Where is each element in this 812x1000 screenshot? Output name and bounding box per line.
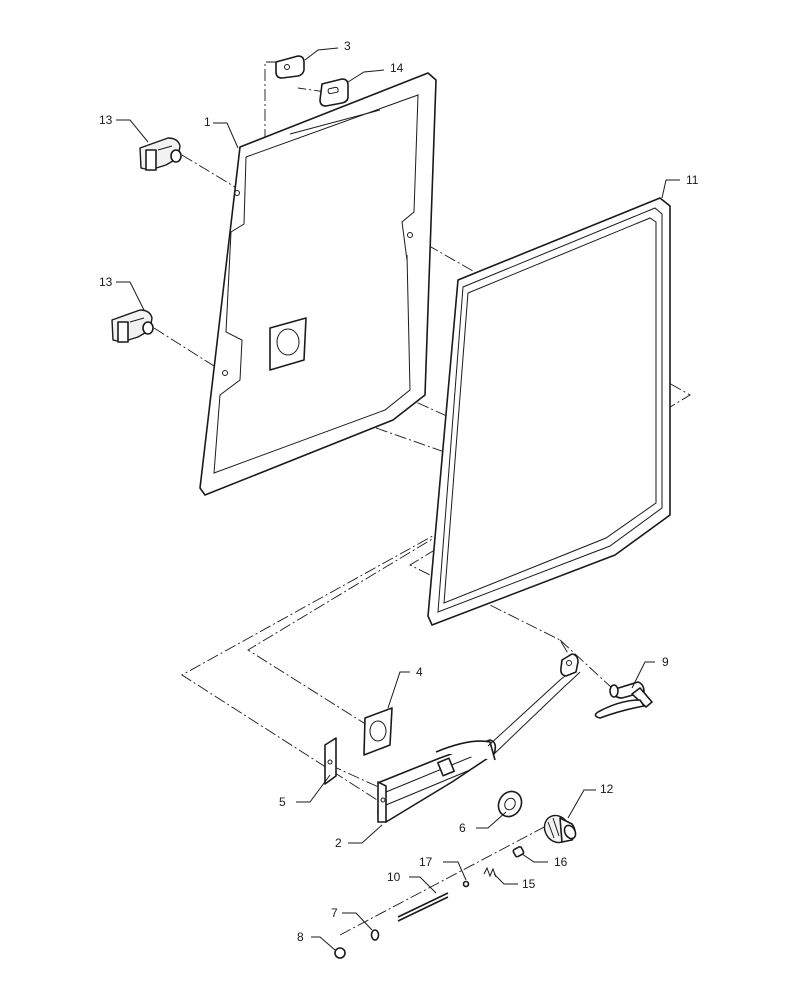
callout-7: 7	[331, 906, 338, 920]
callout-6: 6	[459, 821, 466, 835]
latch-bracket	[377, 653, 581, 823]
handle-part-9	[594, 681, 653, 719]
plate-part-14	[319, 78, 349, 107]
callout-3: 3	[344, 39, 351, 53]
callout-8: 8	[297, 930, 304, 944]
callout-9: 9	[662, 655, 669, 669]
callout-4: 4	[416, 665, 423, 679]
seal-frame	[427, 197, 671, 626]
hinge-lower	[111, 309, 154, 343]
bushing-part-16	[512, 846, 525, 858]
spring-part-15	[483, 866, 497, 878]
lock-cylinder-part-12	[543, 814, 577, 844]
callout-14: 14	[390, 61, 404, 75]
callout-16: 16	[554, 855, 568, 869]
window-panel	[199, 72, 437, 496]
callout-1: 1	[204, 115, 211, 129]
centerlines	[153, 61, 691, 936]
hinge-upper	[139, 137, 182, 171]
rod-part-10	[397, 892, 449, 922]
pin-part-7	[370, 929, 380, 941]
callout-13-lower: 13	[99, 275, 113, 289]
callout-15: 15	[522, 877, 536, 891]
leader-lines	[116, 47, 680, 951]
callout-13-upper: 13	[99, 113, 113, 127]
callout-2: 2	[335, 836, 342, 850]
ball-part-17	[462, 880, 470, 888]
washer-part-6	[497, 790, 523, 818]
callout-12: 12	[600, 782, 614, 796]
pad-part-4	[363, 707, 393, 756]
callout-5: 5	[279, 795, 286, 809]
plate-part-3	[275, 55, 305, 79]
callout-17: 17	[419, 855, 433, 869]
cap-part-8	[334, 947, 346, 959]
callout-11: 11	[686, 173, 699, 187]
callout-numbers: 3 14 13 1 11 13 4 9 5 12 2 6 17 16 10 15…	[99, 39, 699, 944]
callout-10: 10	[387, 870, 401, 884]
strip-part-5	[324, 737, 337, 785]
